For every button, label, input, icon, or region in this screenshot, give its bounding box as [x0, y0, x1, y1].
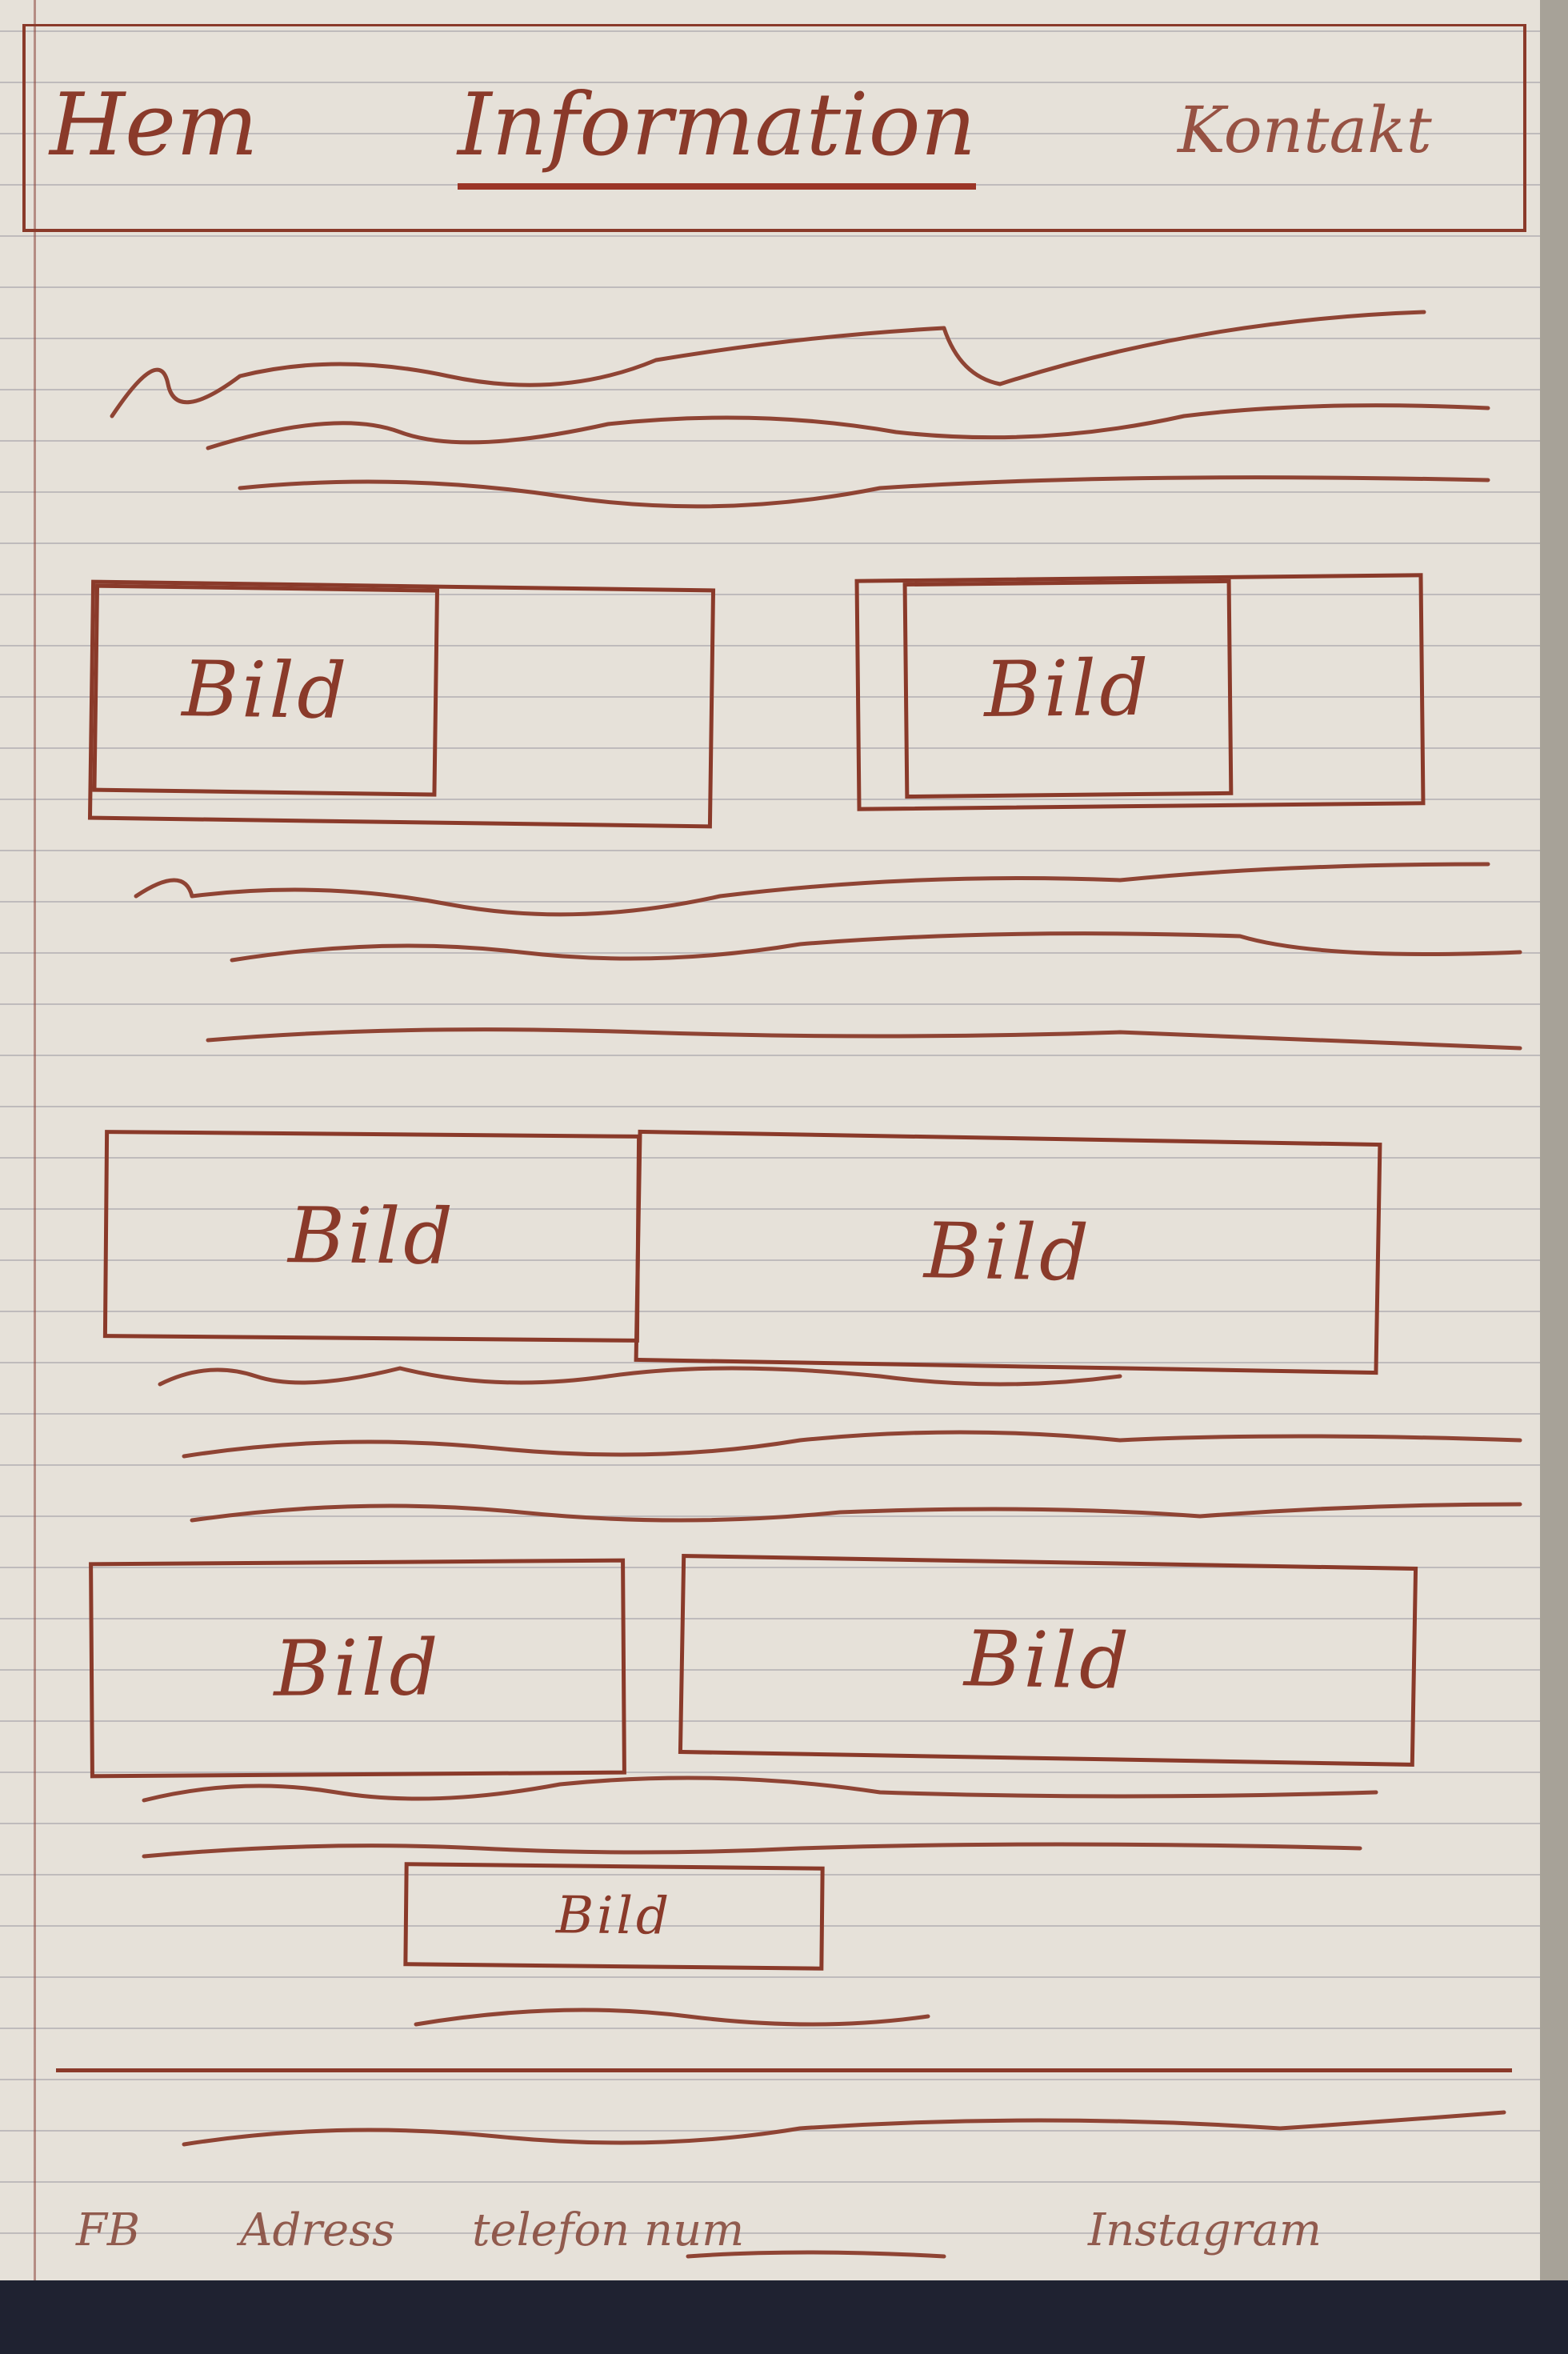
image-label: Bild	[983, 643, 1153, 735]
notebook-paper	[0, 0, 1540, 2280]
image-label: Bild	[181, 644, 350, 737]
text-scribble	[206, 403, 1490, 450]
text-scribble	[142, 1776, 1378, 1803]
image-label: Bild	[923, 1206, 1093, 1299]
text-scribble	[142, 1842, 1362, 1859]
text-scribble	[158, 1366, 1122, 1387]
footer-phone: telefon num	[472, 2204, 745, 2256]
nav-item-information[interactable]: Information	[458, 82, 977, 190]
image-placeholder: Bild	[403, 1862, 825, 1971]
text-scribble	[190, 1502, 1522, 1523]
text-scribble	[238, 475, 1490, 509]
text-scribble	[414, 2008, 930, 2027]
image-label: Bild	[273, 1623, 442, 1714]
nav-item-kontakt[interactable]: Kontakt	[1178, 93, 1432, 167]
background-shadow	[0, 2280, 1568, 2354]
image-placeholder: Bild	[634, 1129, 1382, 1375]
image-label: Bild	[287, 1191, 457, 1282]
footer-divider	[56, 2068, 1512, 2072]
image-placeholder-inner: Bild	[92, 583, 440, 797]
nav-item-hem[interactable]: Hem	[50, 75, 258, 175]
image-placeholder-inner: Bild	[902, 578, 1234, 799]
text-scribble	[182, 2110, 1506, 2147]
image-placeholder: Bild	[678, 1553, 1418, 1768]
footer-address: Adress	[240, 2204, 395, 2256]
text-scribble	[110, 310, 1426, 418]
image-label: Bild	[963, 1614, 1133, 1707]
navbar: Hem Information Kontakt	[22, 24, 1526, 232]
text-scribble	[182, 1430, 1522, 1459]
footer-facebook-link[interactable]: FB	[76, 2204, 141, 2256]
image-placeholder: Bild	[854, 573, 1426, 811]
image-label: Bild	[555, 1886, 673, 1947]
text-scribble	[206, 1027, 1522, 1051]
image-placeholder: Bild	[102, 1130, 642, 1343]
text-scribble	[686, 2250, 946, 2259]
paper-edge	[1540, 0, 1568, 2280]
image-placeholder: Bild	[87, 579, 716, 829]
footer-instagram-link[interactable]: Instagram	[1088, 2204, 1322, 2256]
image-placeholder: Bild	[89, 1558, 626, 1779]
text-scribble	[134, 862, 1490, 917]
text-scribble	[230, 931, 1522, 963]
